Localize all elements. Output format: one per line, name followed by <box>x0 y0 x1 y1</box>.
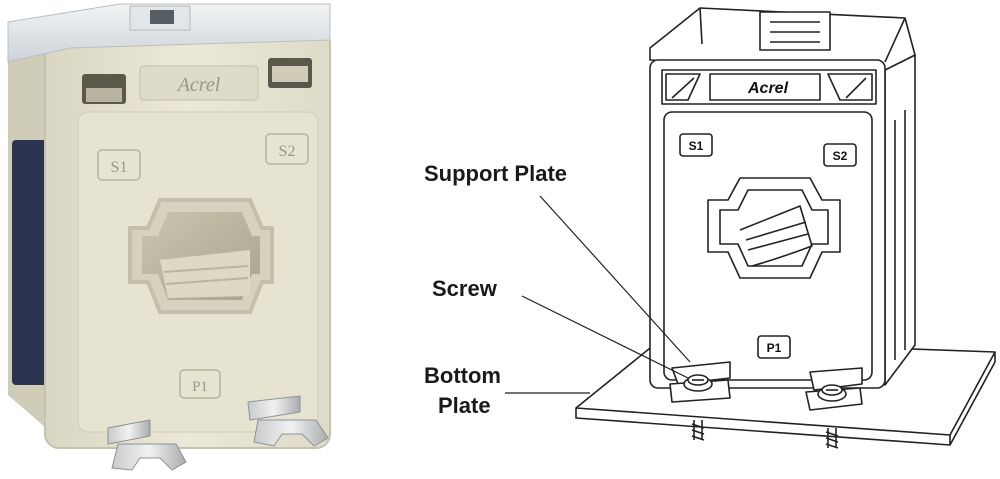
photo-bracket-left <box>107 419 187 471</box>
drawing-brand: Acrel <box>747 80 789 97</box>
photo-brand: Acrel <box>176 74 221 96</box>
photo-terminal-s2: S2 <box>279 143 296 160</box>
callout-labels: Support Plate Screw Bottom Plate <box>424 161 567 418</box>
brand-plate <box>139 65 259 101</box>
label-support-plate: Support Plate <box>424 161 567 186</box>
photo-bracket-right <box>247 395 329 447</box>
leader-screw <box>521 295 689 379</box>
label-screw: Screw <box>432 276 498 301</box>
photo-terminal-s1: S1 <box>111 159 128 176</box>
label-bottom-plate-line2: Plate <box>438 393 491 418</box>
drawing-markings: Acrel S1 S2 P1 <box>689 80 848 355</box>
side-label <box>12 140 50 385</box>
drawing-brand-plate <box>709 73 821 101</box>
top-cover <box>7 3 331 63</box>
drawing-screw-right <box>817 384 847 449</box>
drawing-terminal-s1: S1 <box>689 139 704 153</box>
drawing-terminal-s2: S2 <box>833 149 848 163</box>
label-bottom-plate-line1: Bottom <box>424 363 501 388</box>
drawing-terminal-p1: P1 <box>767 341 782 355</box>
product-photo: Acrel S1 S2 P1 <box>7 3 331 471</box>
technical-drawing <box>505 7 996 449</box>
leader-support-plate <box>539 195 691 363</box>
drawing-side-face <box>884 54 916 386</box>
photo-terminal-p1: P1 <box>192 379 208 395</box>
drawing-screw-left <box>683 374 713 441</box>
